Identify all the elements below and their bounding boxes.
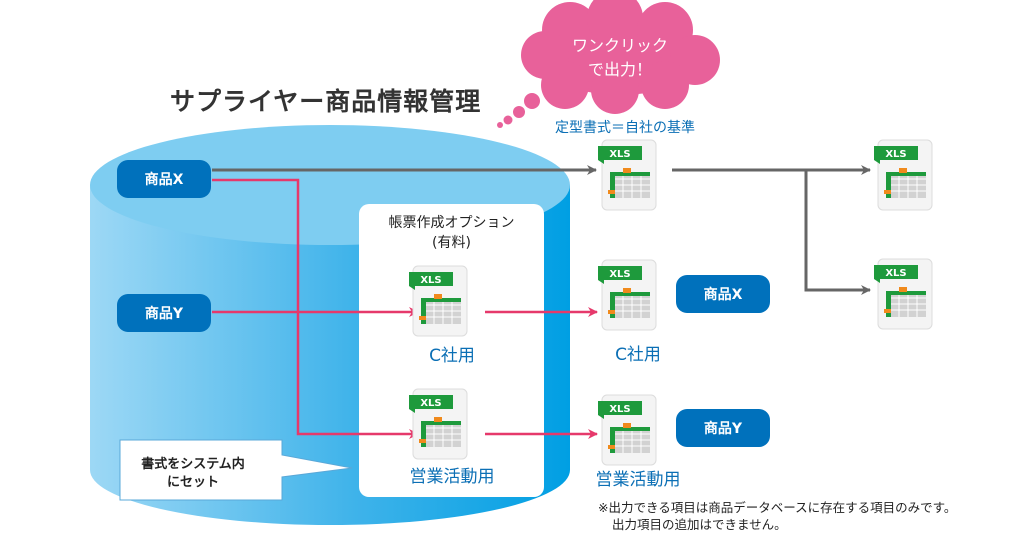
xls-badge-text: XLS: [885, 268, 906, 279]
option-panel: [359, 204, 544, 497]
xls-file-icon: XLS: [874, 139, 933, 211]
xls-icon-standard-copy-2[interactable]: XLS: [868, 257, 934, 331]
xls-icon-standard-output[interactable]: XLS: [592, 138, 658, 212]
page-title: サプライヤー商品情報管理: [170, 87, 482, 116]
footnote-line-2: 出力項目の追加はできません。: [612, 517, 787, 532]
cloud-line-2: で出力！: [587, 60, 652, 79]
footnote: ※出力できる項目は商品データベースに存在する項目のみです。 出力項目の追加はでき…: [598, 499, 956, 533]
output-product-x-pill: 商品X: [676, 275, 770, 313]
option-title-line-2: (有料): [432, 235, 471, 251]
option-label-sales: 営業活動用: [409, 467, 495, 487]
xls-file-icon: XLS: [598, 139, 657, 211]
arrow-productx-to-sales: [212, 178, 419, 439]
cloud-line-1: ワンクリック: [571, 36, 668, 55]
option-panel-title: 帳票作成オプション (有料): [359, 213, 544, 253]
xls-icon-standard-copy-1[interactable]: XLS: [868, 138, 934, 212]
callout-text: 書式をシステム内 にセット: [123, 456, 263, 492]
output-product-y-label: 商品Y: [703, 421, 743, 437]
xls-file-icon: XLS: [598, 259, 657, 331]
xls-badge-text: XLS: [885, 149, 906, 160]
cloud-bubble: [497, 0, 720, 128]
option-flow-arrows: [212, 178, 598, 439]
product-y-pill: 商品Y: [117, 294, 211, 332]
output-label-sales: 営業活動用: [595, 470, 681, 490]
callout-line-2: にセット: [166, 475, 219, 490]
callout-box: [119, 439, 353, 501]
xls-badge-text: XLS: [609, 149, 630, 160]
cloud-text: ワンクリック で出力！: [545, 34, 695, 82]
xls-file-icon: XLS: [409, 388, 468, 460]
standard-flow-arrows: [212, 165, 871, 295]
xls-badge-text: XLS: [609, 404, 630, 415]
option-title-line-1: 帳票作成オプション: [388, 215, 515, 231]
callout-line-1: 書式をシステム内: [141, 457, 245, 472]
xls-icon-option-c[interactable]: XLS: [403, 264, 469, 338]
xls-icon-option-sales[interactable]: XLS: [403, 387, 469, 461]
xls-icon-output-sales[interactable]: XLS: [592, 393, 658, 467]
xls-badge-text: XLS: [609, 269, 630, 280]
product-x-label: 商品X: [144, 172, 184, 188]
xls-file-icon: XLS: [409, 265, 468, 337]
xls-icon-output-c[interactable]: XLS: [592, 258, 658, 332]
footnote-line-1: ※出力できる項目は商品データベースに存在する項目のみです。: [598, 500, 957, 515]
output-product-x-label: 商品X: [703, 287, 743, 303]
arrow-standard-to-copy2: [672, 168, 871, 295]
product-x-pill: 商品X: [117, 160, 211, 198]
product-y-label: 商品Y: [144, 306, 184, 322]
standard-format-label: 定型書式＝自社の基準: [555, 120, 695, 136]
output-product-y-pill: 商品Y: [676, 409, 770, 447]
xls-badge-text: XLS: [420, 398, 441, 409]
xls-file-icon: XLS: [598, 394, 657, 466]
xls-badge-text: XLS: [420, 275, 441, 286]
option-label-c: C社用: [429, 346, 475, 366]
xls-file-icon: XLS: [874, 258, 933, 330]
output-label-c: C社用: [615, 345, 661, 365]
